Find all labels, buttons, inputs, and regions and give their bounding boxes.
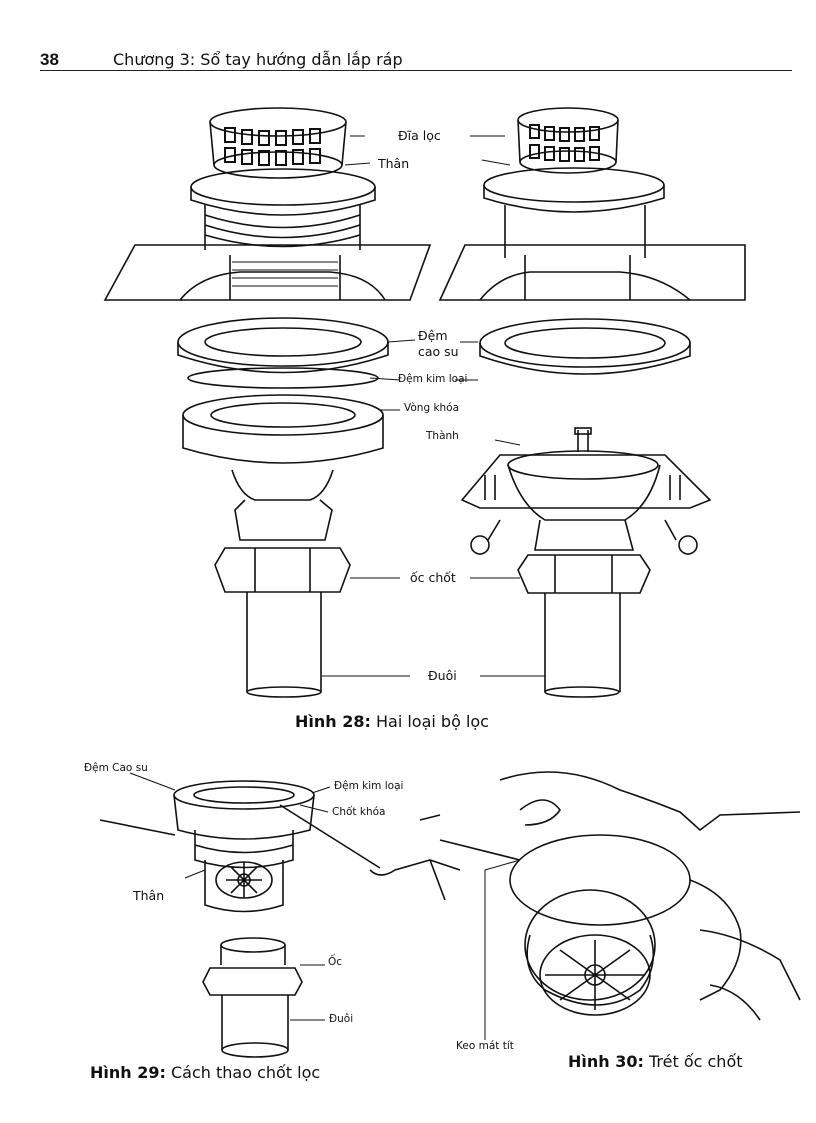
label-keo-mat-tit: Keo mát tít: [456, 1040, 514, 1052]
header-rule: [40, 70, 792, 71]
label-than-28: Thân: [378, 156, 410, 171]
label-vong-khoa: Vòng khóa: [404, 402, 460, 414]
figure-29-caption-label: Hình 29:: [90, 1063, 166, 1082]
figure-28-caption-text: Hai loại bộ lọc: [370, 712, 489, 731]
label-thanh: Thành: [426, 430, 459, 442]
page-number: 38: [40, 50, 59, 69]
label-dem-kim-loai-28: Đệm kim loại: [398, 373, 468, 385]
figure-29-caption: Hình 29: Cách thao chốt lọc: [90, 1063, 320, 1082]
label-dia-loc: Đĩa lọc: [398, 128, 441, 143]
label-duoi-28: Đuôi: [428, 668, 457, 683]
label-than-29: Thân: [133, 888, 165, 903]
label-dem-kim-loai-29: Đệm kim loại: [334, 780, 404, 792]
figure-30-caption-label: Hình 30:: [568, 1052, 644, 1071]
figure-30-caption-text: Trét ốc chốt: [643, 1052, 743, 1071]
figure-29-caption-text: Cách thao chốt lọc: [165, 1063, 321, 1082]
chapter-title: Chương 3: Sổ tay hướng dẫn lắp ráp: [113, 50, 403, 69]
label-dem-cao-su-line2: cao su: [418, 344, 459, 359]
label-dem-cao-su-line1: Đệm: [418, 328, 448, 343]
figure-30-caption: Hình 30: Trét ốc chốt: [568, 1052, 743, 1071]
label-dem-cao-su-29: Đệm Cao su: [84, 762, 148, 774]
label-duoi-29: Đuôi: [329, 1013, 354, 1025]
label-oc: Ốc: [328, 956, 343, 968]
label-oc-chot: ốc chốt: [410, 570, 456, 585]
label-chot-khoa: Chốt khóa: [332, 806, 386, 818]
figure-28-caption: Hình 28: Hai loại bộ lọc: [295, 712, 489, 731]
figure-28-caption-label: Hình 28:: [295, 712, 371, 731]
